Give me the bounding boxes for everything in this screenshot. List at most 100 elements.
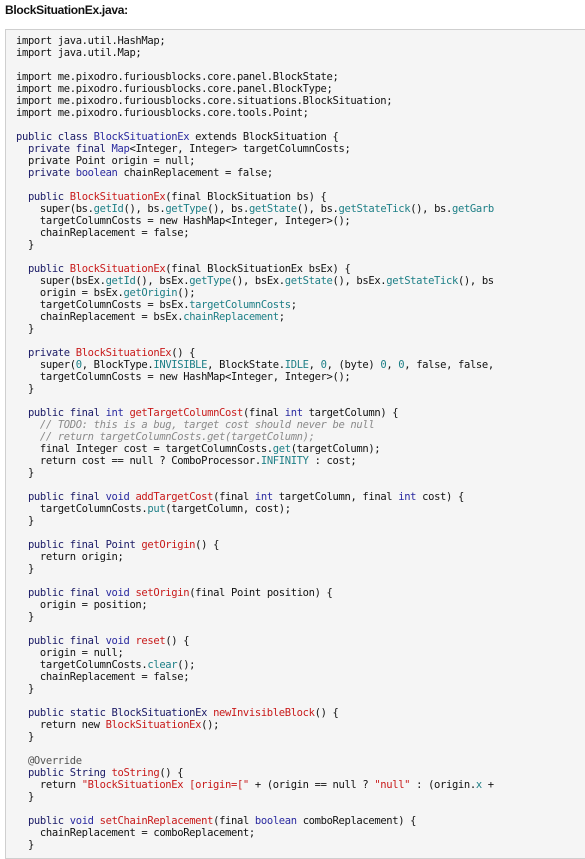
code-line: targetColumnCosts = new HashMap<Integer,… xyxy=(16,371,494,383)
code-line: private Point origin = null; xyxy=(16,155,494,167)
code-line: public final Point getOrigin() { xyxy=(16,539,494,551)
code-token: chainReplacement = comboReplacement; xyxy=(16,827,255,839)
code-token: <Integer, Integer> targetColumnCosts; xyxy=(129,143,351,155)
code-token: (); xyxy=(201,719,220,731)
code-line: } xyxy=(16,791,494,803)
code-line xyxy=(16,803,494,815)
code-token: () { xyxy=(171,347,196,359)
code-line: public final void addTargetCost(final in… xyxy=(16,491,494,503)
code-token: } xyxy=(16,323,34,335)
code-token: getStateTick xyxy=(386,275,458,287)
code-line: origin = bsEx.getOrigin(); xyxy=(16,287,494,299)
code-token: int xyxy=(398,491,417,503)
code-token: public final xyxy=(16,587,106,599)
code-token: reset xyxy=(135,635,166,647)
code-token: getGarb xyxy=(452,203,494,215)
code-token: (), bsEx. xyxy=(231,275,285,287)
code-token: comboReplacement) { xyxy=(296,815,417,827)
code-line: } xyxy=(16,839,494,851)
code-token: getType xyxy=(165,203,208,215)
code-line: public String toString() { xyxy=(16,767,494,779)
code-token: () { xyxy=(159,767,184,779)
code-line xyxy=(16,335,494,347)
code-line xyxy=(16,695,494,707)
code-token: import me.pixodro.furiousblocks.core.too… xyxy=(16,107,309,119)
code-token: (final BlockSituation bs) { xyxy=(165,191,327,203)
code-token: } xyxy=(16,791,34,803)
code-token: targetColumn, final xyxy=(272,491,399,503)
code-token: 0 xyxy=(320,359,327,371)
code-line: } xyxy=(16,467,494,479)
code-line: import me.pixodro.furiousblocks.core.sit… xyxy=(16,95,494,107)
code-token: origin = bsEx. xyxy=(16,287,124,299)
code-token: origin = position; xyxy=(16,599,148,611)
code-token: public class xyxy=(16,131,94,143)
code-line: public BlockSituationEx(final BlockSitua… xyxy=(16,191,494,203)
code-token: INVISIBLE xyxy=(153,359,208,371)
code-token: getOrigin xyxy=(141,539,196,551)
code-line: // TODO: this is a bug, target cost shou… xyxy=(16,419,494,431)
code-token: toString xyxy=(111,767,160,779)
code-token: getType xyxy=(189,275,231,287)
code-token: targetColumnCosts xyxy=(189,299,291,311)
code-token: chainReplacement = false; xyxy=(117,167,274,179)
code-token: return new xyxy=(16,719,106,731)
code-token: super(bsEx. xyxy=(16,275,106,287)
code-line xyxy=(16,575,494,587)
code-line: } xyxy=(16,515,494,527)
code-line: super(bs.getId(), bs.getType(), bs.getSt… xyxy=(16,203,494,215)
code-token: } xyxy=(16,515,34,527)
code-token: chainReplacement = bsEx. xyxy=(16,311,184,323)
code-token: public xyxy=(16,263,70,275)
code-token: targetColumnCosts = new HashMap<Integer,… xyxy=(16,215,351,227)
code-line xyxy=(16,623,494,635)
code-token: 0 xyxy=(380,359,387,371)
code-token: public final xyxy=(16,407,106,419)
code-line: super(0, BlockType.INVISIBLE, BlockState… xyxy=(16,359,494,371)
code-token: private Point origin = null; xyxy=(16,155,196,167)
code-line: import me.pixodro.furiousblocks.core.pan… xyxy=(16,83,494,95)
code-line xyxy=(16,119,494,131)
code-line: public final void reset() { xyxy=(16,635,494,647)
code-token: + (origin == null ? xyxy=(248,779,375,791)
code-token: int xyxy=(284,407,303,419)
code-token: (final xyxy=(242,407,285,419)
code-line: import me.pixodro.furiousblocks.core.pan… xyxy=(16,71,494,83)
code-token: (); xyxy=(177,659,196,671)
code-line: origin = null; xyxy=(16,647,494,659)
code-token: setChainReplacement xyxy=(99,815,214,827)
code-token: (final BlockSituationEx bsEx) { xyxy=(165,263,351,275)
code-token: BlockSituationEx xyxy=(105,719,202,731)
code-token: , xyxy=(308,359,321,371)
code-line: chainReplacement = comboReplacement; xyxy=(16,827,494,839)
code-token: (), bs xyxy=(457,275,494,287)
code-token: chainReplacement = false; xyxy=(16,227,190,239)
code-line: public final void setOrigin(final Point … xyxy=(16,587,494,599)
code-token: : cost; xyxy=(308,455,357,467)
code-line xyxy=(16,179,494,191)
code-token: (final Point position) { xyxy=(189,587,333,599)
code-line: targetColumnCosts = new HashMap<Integer,… xyxy=(16,215,494,227)
code-line: } xyxy=(16,731,494,743)
code-token: (); xyxy=(177,287,196,299)
code-token: Map xyxy=(111,143,130,155)
code-token: getId xyxy=(93,203,124,215)
code-token: } xyxy=(16,563,34,575)
code-line: private boolean chainReplacement = false… xyxy=(16,167,494,179)
code-token: cost) { xyxy=(416,491,464,503)
code-token: int xyxy=(254,491,273,503)
code-line: public class BlockSituationEx extends Bl… xyxy=(16,131,494,143)
code-line: } xyxy=(16,563,494,575)
code-token: BlockSituationEx xyxy=(75,347,172,359)
code-line: return origin; xyxy=(16,551,494,563)
code-token: , (byte) xyxy=(326,359,381,371)
code-token: BlockSituationEx xyxy=(69,263,166,275)
code-token: } xyxy=(16,239,34,251)
code-token: () { xyxy=(195,539,220,551)
code-token: BlockSituationEx xyxy=(93,131,190,143)
code-token: public xyxy=(16,191,70,203)
code-line: } xyxy=(16,323,494,335)
code-line xyxy=(16,527,494,539)
code-token: } xyxy=(16,839,34,851)
code-token: targetColumnCosts. xyxy=(16,659,148,671)
